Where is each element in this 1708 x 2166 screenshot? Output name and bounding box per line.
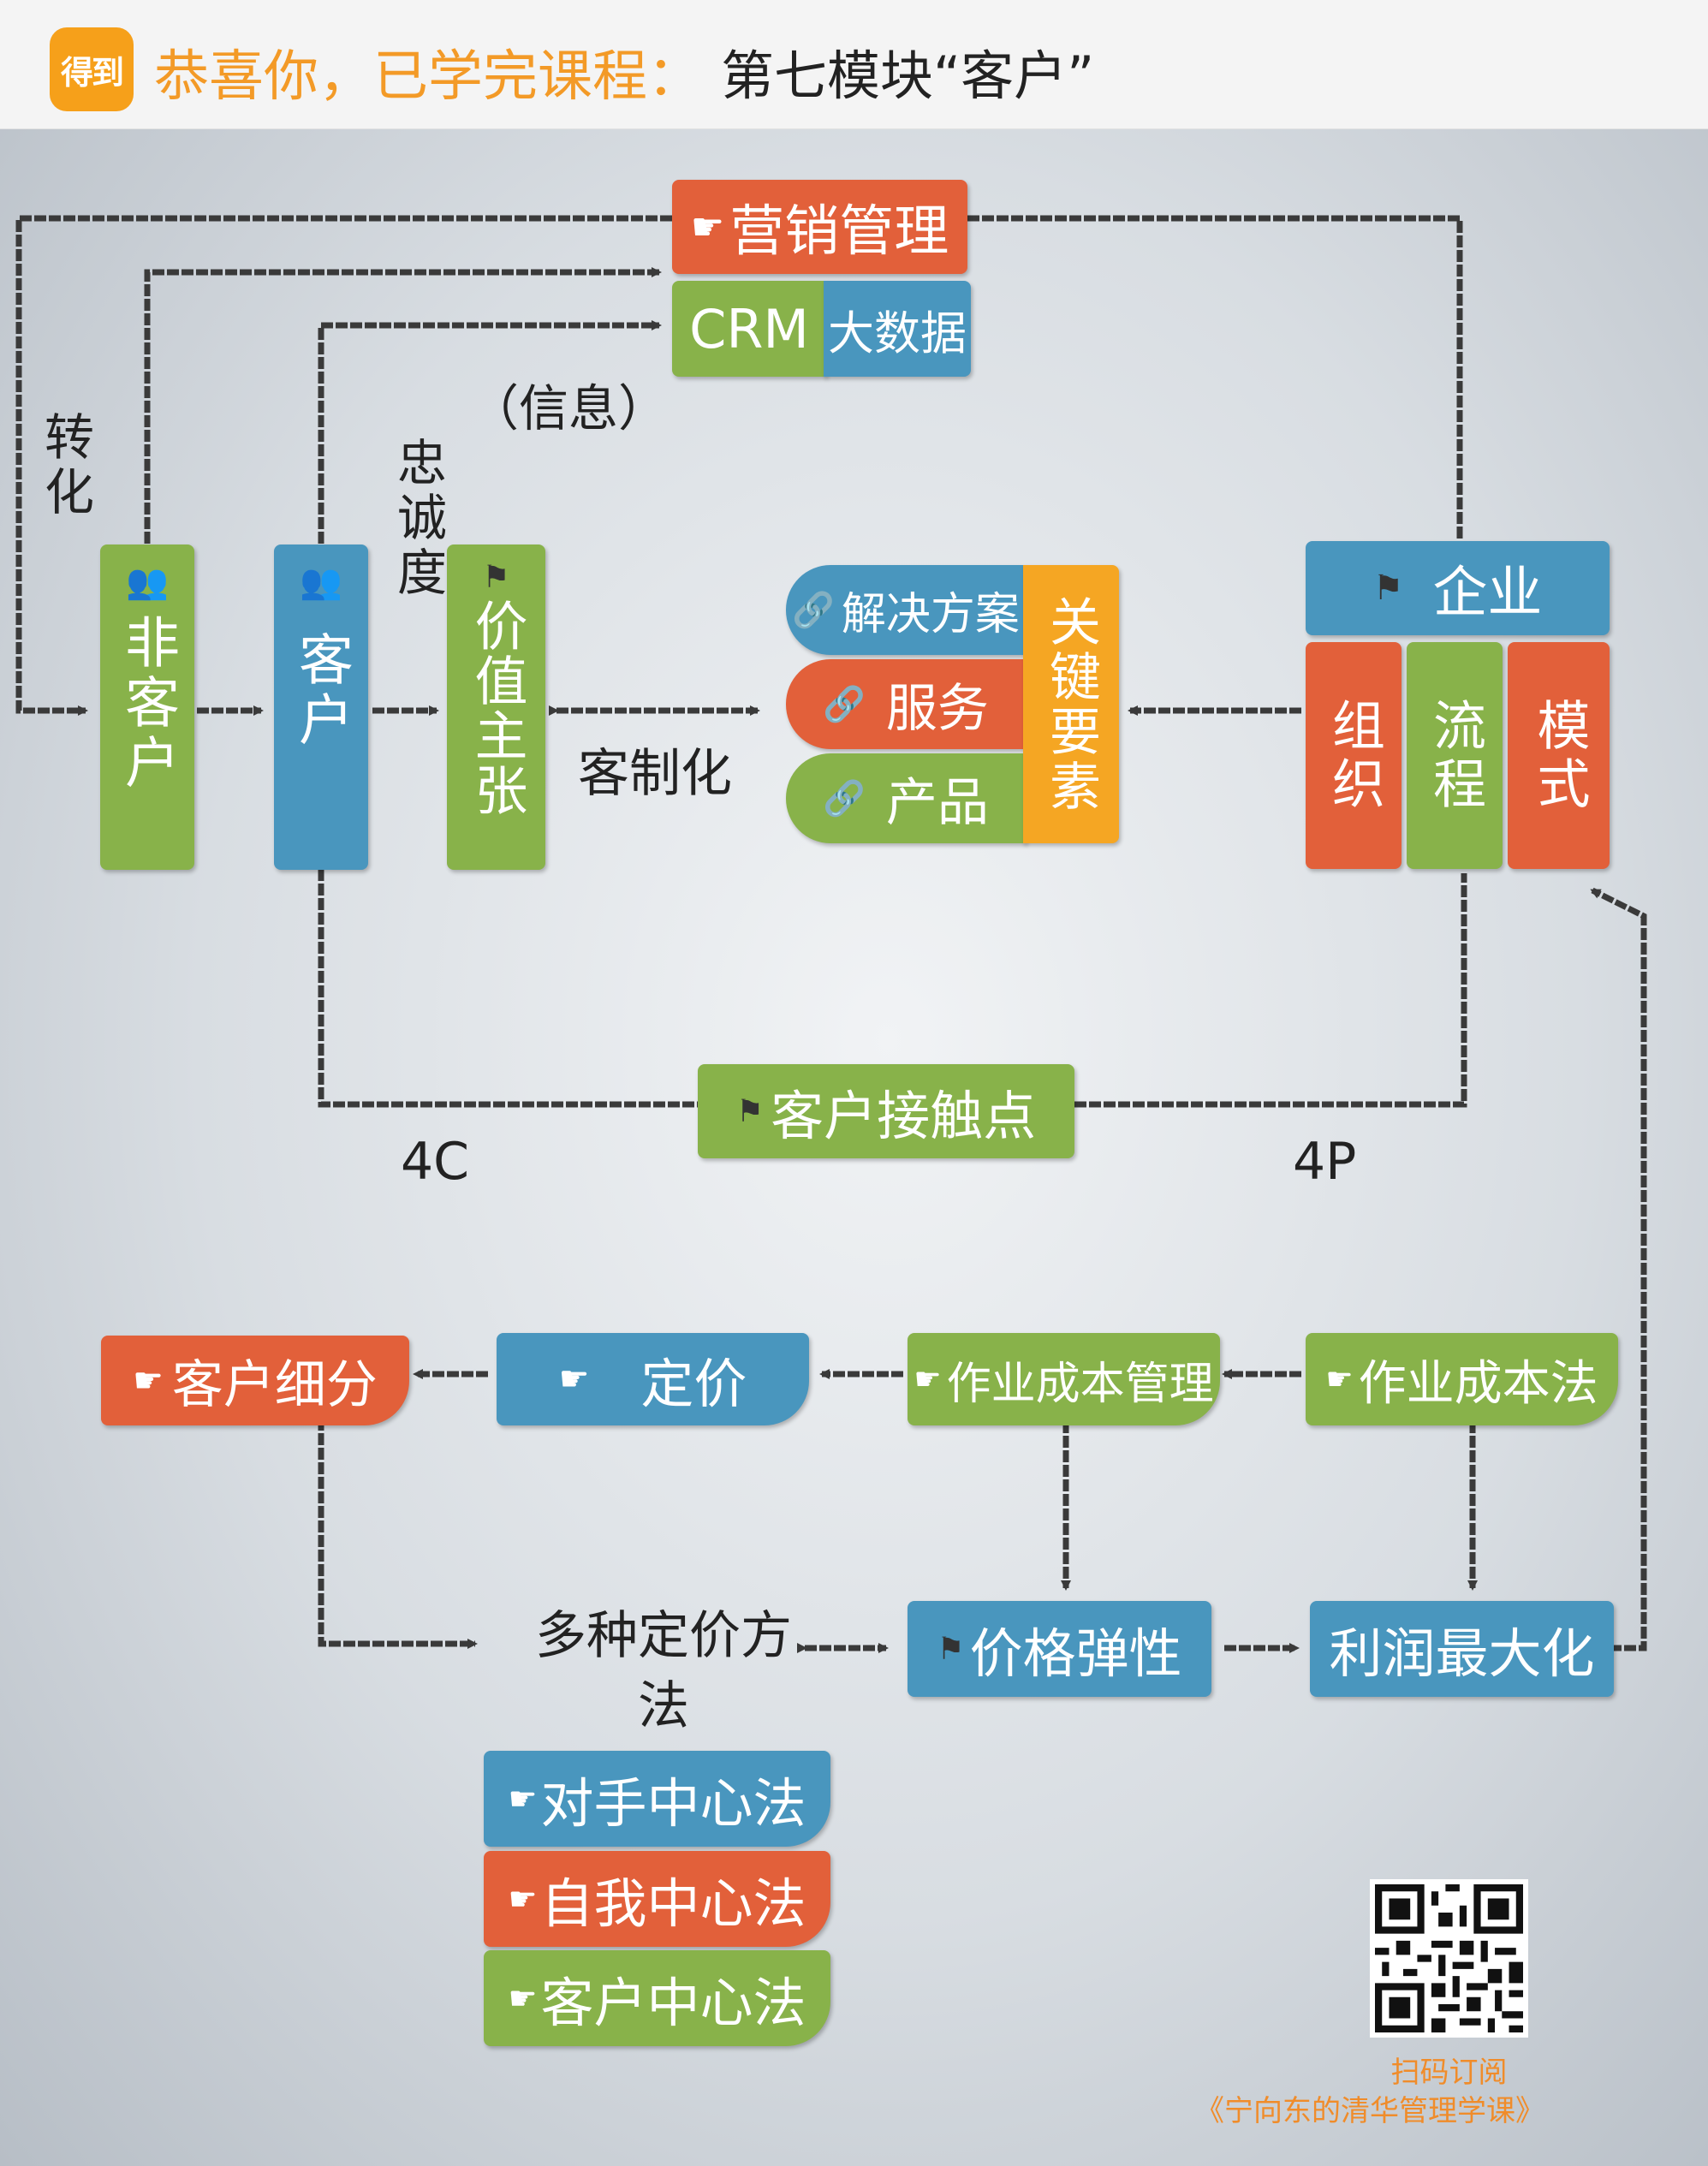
users-icon: 👥 (300, 562, 342, 602)
customer-label: 客户 (282, 631, 360, 751)
value-proposition-box[interactable]: ⚑ 价值主张 (447, 544, 545, 870)
marketing-box[interactable]: ☛ 营销管理 (672, 180, 967, 274)
crm-label: CRM (689, 298, 809, 360)
key-elements-label: 关键要素 (1034, 595, 1109, 814)
bigdata-label: 大数据 (828, 295, 967, 363)
product-label: 产品 (886, 761, 989, 836)
profit-max-box[interactable]: 利润最大化 (1310, 1601, 1614, 1697)
service-label: 服务 (886, 667, 989, 741)
abc-method-box[interactable]: ☛ 作业成本法 (1306, 1333, 1618, 1425)
solution-label: 解决方案 (842, 578, 1020, 642)
service-box[interactable]: 🔗 服务 (786, 659, 1026, 749)
flag-icon: ⚑ (1373, 568, 1404, 608)
convert-label: 转化 (29, 411, 101, 521)
qr-code-graphic (1375, 1884, 1523, 2032)
process-box[interactable]: 流程 (1407, 642, 1503, 869)
org-box[interactable]: 组织 (1306, 642, 1402, 869)
flag-icon: ⚑ (937, 1632, 964, 1667)
abc-management-box[interactable]: ☛ 作业成本管理 (908, 1333, 1220, 1425)
segment-box[interactable]: ☛ 客户细分 (101, 1336, 409, 1425)
enterprise-label: 企业 (1432, 549, 1542, 628)
customize-label: 客制化 (578, 732, 732, 806)
course-caption: 《宁向东的清华管理学课》 (1169, 2087, 1571, 2129)
segment-label: 客户细分 (172, 1343, 378, 1418)
competitor-method-label: 对手中心法 (541, 1760, 806, 1837)
non-customer-label: 非客户 (108, 614, 187, 794)
marketing-label: 营销管理 (729, 187, 949, 266)
elasticity-box[interactable]: ⚑ 价格弹性 (908, 1601, 1211, 1697)
pricing-box[interactable]: ☛ 定价 (497, 1333, 809, 1425)
value-proposition-label: 价值主张 (458, 598, 535, 818)
profit-max-label: 利润最大化 (1329, 1610, 1594, 1687)
link-icon: 🔗 (792, 590, 835, 630)
touchpoint-label: 客户接触点 (771, 1073, 1036, 1150)
abc-management-label: 作业成本管理 (947, 1348, 1214, 1412)
abc-method-label: 作业成本法 (1359, 1345, 1598, 1414)
hand-pointer-icon: ☛ (1325, 1362, 1353, 1397)
process-label: 流程 (1416, 698, 1493, 814)
hand-pointer-icon: ☛ (508, 1979, 537, 2017)
hand-pointer-icon: ☛ (914, 1362, 941, 1397)
pricing-label: 定价 (640, 1341, 747, 1418)
self-method-box[interactable]: ☛ 自我中心法 (484, 1851, 830, 1947)
info-label: （信息） (469, 368, 668, 440)
hand-pointer-icon: ☛ (508, 1880, 537, 1918)
loyalty-label: 忠诚度 (382, 437, 454, 601)
scan-caption: 扫码订阅 (1370, 2049, 1528, 2091)
hand-pointer-icon: ☛ (691, 205, 724, 249)
model-label: 模式 (1521, 698, 1598, 814)
hand-pointer-icon: ☛ (559, 1360, 590, 1399)
competitor-method-box[interactable]: ☛ 对手中心法 (484, 1751, 830, 1847)
customer-method-label: 客户中心法 (541, 1960, 806, 2037)
org-label: 组织 (1315, 698, 1392, 814)
hand-pointer-icon: ☛ (133, 1361, 164, 1401)
flag-icon: ⚑ (482, 560, 509, 595)
customer-box[interactable]: 👥 客户 (274, 544, 368, 870)
crm-box[interactable]: CRM (672, 281, 826, 377)
link-icon: 🔗 (823, 778, 866, 818)
bigdata-box[interactable]: 大数据 (824, 281, 971, 377)
self-method-label: 自我中心法 (541, 1860, 806, 1937)
solution-box[interactable]: 🔗 解决方案 (786, 565, 1026, 655)
users-icon: 👥 (126, 562, 169, 602)
four-c-label: 4C (401, 1132, 469, 1192)
enterprise-box[interactable]: ⚑ 企业 (1306, 541, 1610, 635)
model-box[interactable]: 模式 (1508, 642, 1610, 869)
product-box[interactable]: 🔗 产品 (786, 753, 1026, 843)
qr-code[interactable] (1370, 1879, 1528, 2038)
four-p-label: 4P (1293, 1132, 1356, 1192)
hand-pointer-icon: ☛ (508, 1780, 537, 1818)
key-elements-box[interactable]: 关键要素 (1023, 565, 1119, 843)
touchpoint-box[interactable]: ⚑ 客户接触点 (698, 1064, 1074, 1158)
elasticity-label: 价格弹性 (970, 1610, 1182, 1687)
customer-method-box[interactable]: ☛ 客户中心法 (484, 1950, 830, 2046)
non-customer-box[interactable]: 👥 非客户 (100, 544, 194, 870)
multi-pricing-label: 多种定价方法 (522, 1601, 805, 1741)
link-icon: 🔗 (823, 684, 866, 724)
flag-icon: ⚑ (736, 1094, 764, 1129)
